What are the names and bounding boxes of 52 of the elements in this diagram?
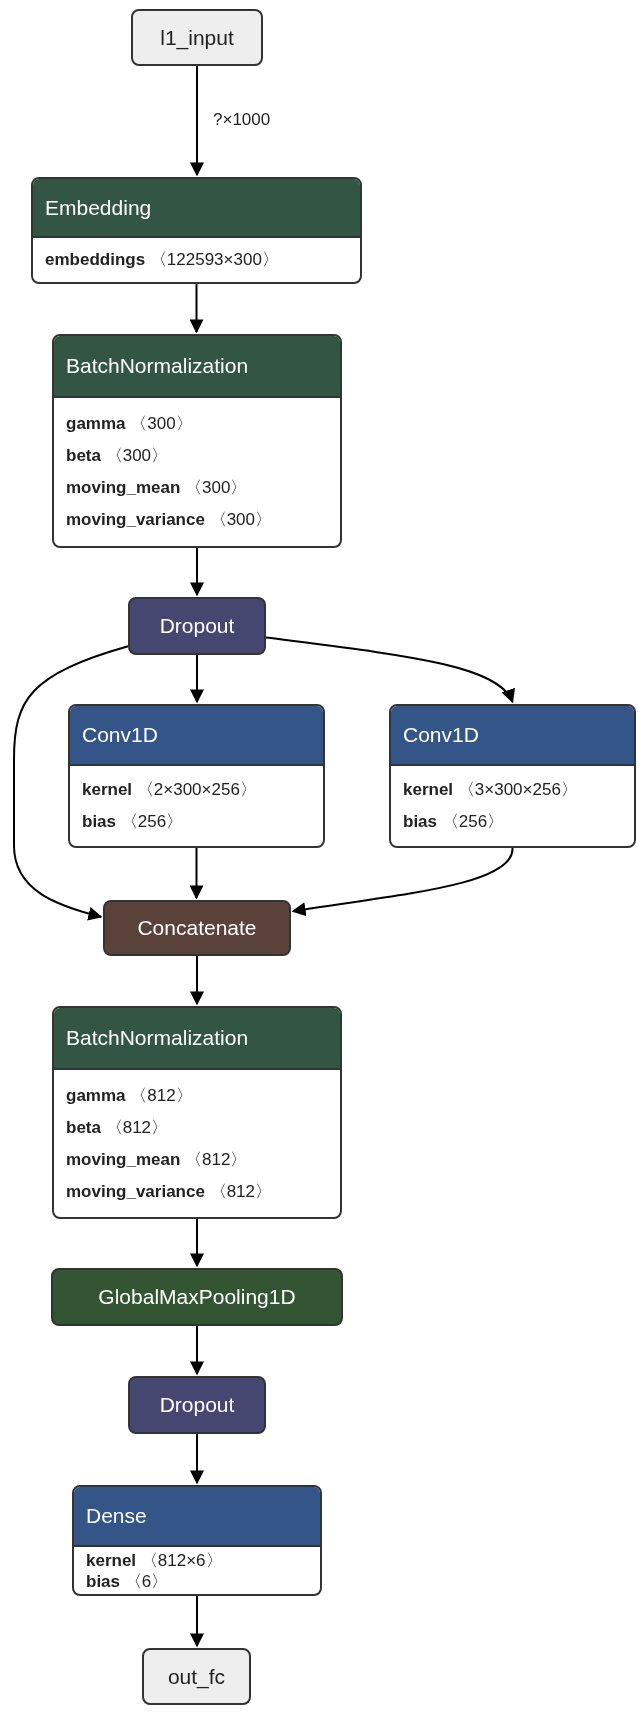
- io-name: out_fc: [167, 1663, 226, 1691]
- layer-name: Dropout: [159, 613, 235, 640]
- attribute-text: bias 〈256〉: [403, 811, 505, 833]
- layer-header: Embedding: [33, 179, 360, 236]
- layer-box: [72, 1485, 322, 1596]
- layer-box: [103, 900, 291, 956]
- attribute-text: bias 〈6〉: [86, 1570, 169, 1592]
- layer-box: [31, 177, 362, 284]
- arrow: [190, 65, 204, 177]
- layer-box: [68, 704, 325, 848]
- arrow: [190, 1595, 204, 1648]
- attribute-text: moving_variance 〈812〉: [66, 1180, 272, 1203]
- layer-name: Concatenate: [137, 915, 257, 942]
- attribute-text: bias 〈256〉: [82, 811, 184, 833]
- arrow: [190, 654, 204, 704]
- attribute-text: moving_mean 〈812〉: [66, 1148, 248, 1171]
- arrow: [265, 636, 514, 704]
- arrow: [189, 847, 204, 900]
- attribute-text: kernel 〈812×6〉: [86, 1549, 223, 1571]
- arrow: [190, 955, 204, 1006]
- attribute-text: moving_variance 〈300〉: [66, 509, 272, 531]
- io-name: l1_input: [160, 24, 234, 52]
- arrow: [13, 645, 129, 921]
- attribute-text: embeddings 〈122593×300〉: [45, 249, 279, 271]
- layer-name: Dropout: [159, 1392, 235, 1419]
- layer-box: [52, 1006, 342, 1219]
- attribute-text: gamma 〈812〉: [66, 1084, 193, 1107]
- layer-header: BatchNormalization: [54, 336, 340, 396]
- attribute-text: beta 〈300〉: [66, 445, 169, 467]
- attribute-text: kernel 〈3×300×256〉: [403, 779, 578, 801]
- attribute-text: moving_mean 〈300〉: [66, 477, 248, 499]
- arrow: [190, 1218, 204, 1268]
- attribute-text: gamma 〈300〉: [66, 413, 193, 435]
- layer-box: [128, 597, 266, 655]
- layer-header: Conv1D: [391, 706, 634, 764]
- arrow: [190, 1325, 204, 1376]
- layer-header: Dense: [74, 1487, 320, 1545]
- layer-header: Conv1D: [70, 706, 323, 764]
- attribute-text: beta 〈812〉: [66, 1116, 169, 1139]
- layer-box: [128, 1376, 266, 1434]
- layer-name: GlobalMaxPooling1D: [98, 1284, 296, 1311]
- arrow: [291, 847, 514, 917]
- layer-box: [389, 704, 636, 848]
- layer-box: [52, 334, 342, 548]
- io-node: [131, 9, 263, 66]
- arrow: [190, 1433, 204, 1485]
- layer-header: BatchNormalization: [54, 1008, 340, 1068]
- layer-box: [51, 1268, 343, 1326]
- arrow: [189, 283, 204, 334]
- arrow: [190, 547, 204, 597]
- attribute-text: kernel 〈2×300×256〉: [82, 779, 257, 801]
- io-node: [142, 1648, 251, 1705]
